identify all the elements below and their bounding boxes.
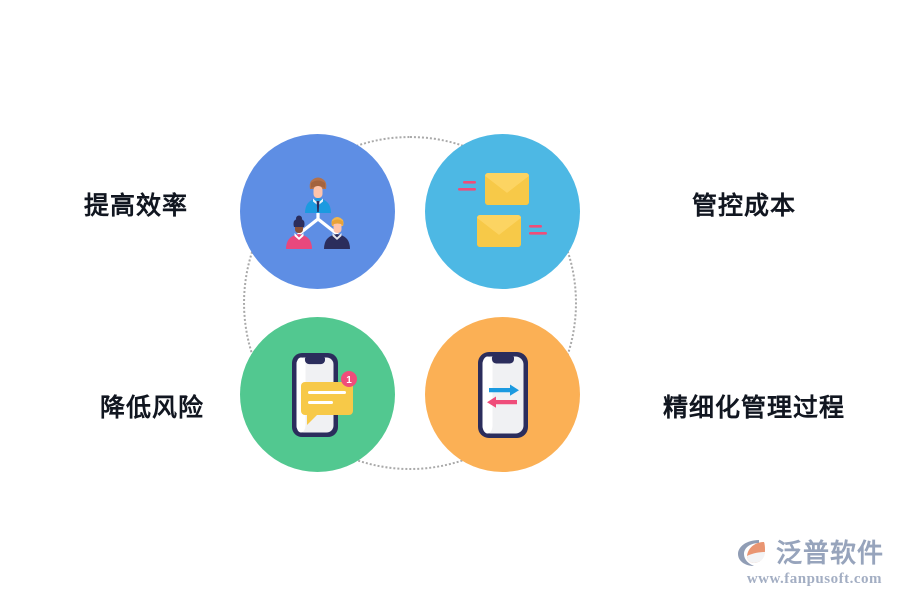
dotted-connector-ring bbox=[243, 136, 577, 470]
node-label-efficiency: 提高效率 bbox=[84, 192, 189, 220]
brand-name: 泛普软件 bbox=[775, 538, 884, 568]
node-circle-efficiency[interactable] bbox=[240, 134, 395, 289]
phone-message-notification-icon: 1 bbox=[291, 352, 357, 437]
node-circle-risk[interactable]: 1 bbox=[240, 317, 395, 472]
notification-badge-count: 1 bbox=[346, 375, 352, 386]
brand-watermark: 泛普软件 www.fanpusoft.com bbox=[737, 538, 884, 588]
brand-url: www.fanpusoft.com bbox=[746, 571, 882, 587]
envelopes-transfer-icon bbox=[457, 172, 547, 247]
brand-name-row: 泛普软件 bbox=[737, 538, 884, 568]
node-circle-process[interactable] bbox=[425, 317, 580, 472]
node-label-risk: 降低风险 bbox=[100, 394, 205, 422]
phone-exchange-arrows-icon bbox=[477, 351, 528, 438]
node-label-cost: 管控成本 bbox=[691, 192, 796, 220]
team-org-chart-icon bbox=[285, 177, 350, 249]
node-circle-cost[interactable] bbox=[425, 134, 580, 289]
node-label-process: 精细化管理过程 bbox=[662, 394, 845, 422]
fanpu-swoosh-logo-icon bbox=[737, 540, 765, 566]
